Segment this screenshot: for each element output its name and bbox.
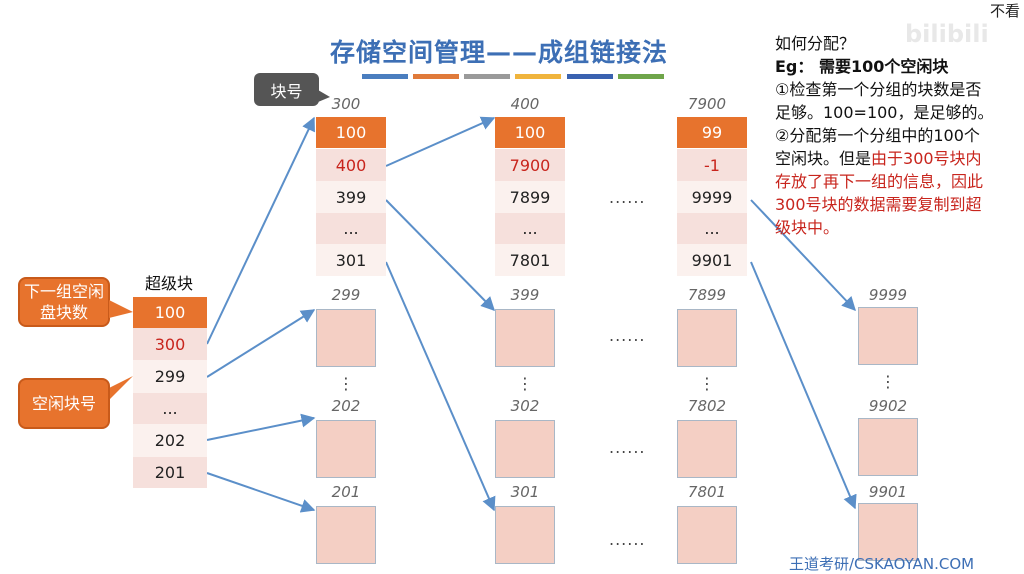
disk-block (495, 309, 555, 367)
allocation-notes: 如何分配？ Eg： 需要100个空闲块 ①检查第一个分组的块数是否 足够。100… (775, 32, 1024, 239)
arrow-sb201-to-box201 (206, 472, 316, 513)
group-header-label: 300 (331, 95, 361, 113)
note-step2-a: ②分配第一个分组中的100个 (775, 126, 980, 145)
group-cell: 9901 (677, 244, 747, 276)
ellipsis-horizontal: ...... (609, 438, 646, 457)
arrow-sb299-to-box299 (206, 309, 316, 378)
superblock-cell: 202 (133, 424, 207, 457)
ellipsis-horizontal: ...... (609, 326, 646, 345)
block-number-label: 302 (510, 397, 540, 415)
note-step2-e: 级块中。 (775, 218, 840, 237)
group-header-label: 400 (510, 95, 540, 113)
arrow-sb202-to-box202 (206, 413, 316, 441)
superblock-cell: 299 (133, 360, 207, 393)
group-header-label: 7900 (687, 95, 727, 113)
disk-block (858, 418, 918, 476)
block-number-label: 299 (331, 286, 361, 304)
superblock-cell: 300 (133, 328, 207, 360)
group-cell: 7899 (495, 181, 565, 213)
group-cell: ... (316, 213, 386, 244)
title-color-bar (413, 74, 459, 79)
block-number-label: 301 (510, 483, 540, 501)
disk-block (677, 309, 737, 367)
group-cell: 99 (677, 117, 747, 148)
arrow-g9999-to-box9999 (750, 199, 856, 312)
superblock-cell: ... (133, 393, 207, 424)
group-cell: 301 (316, 244, 386, 276)
callout-next-group-count: 下一组空闲盘块数 (18, 277, 110, 327)
disk-block (677, 420, 737, 478)
disk-block (495, 506, 555, 564)
group-cell: 9999 (677, 181, 747, 213)
block-number-label: 399 (510, 286, 540, 304)
group-cell: 400 (316, 149, 386, 181)
ellipsis-vertical: ⋮ (338, 374, 354, 393)
ellipsis-horizontal: ...... (609, 188, 646, 207)
ellipsis-vertical: ⋮ (517, 374, 533, 393)
corner-caption: 不看 (990, 2, 1021, 20)
note-step1-b: 足够。100=100，是足够的。 (775, 103, 994, 122)
disk-block (858, 503, 918, 561)
title-color-bar (567, 74, 613, 79)
disk-block (495, 420, 555, 478)
title-color-bar (515, 74, 561, 79)
note-step2-b-red: 由于300号块内 (871, 149, 982, 168)
footer-brand: 王道考研/CSKAOYAN.COM (789, 555, 975, 573)
ellipsis-horizontal: ...... (609, 530, 646, 549)
note-step2-b: 空闲块。但是由于300号块内 (775, 147, 1024, 170)
arrow-g399-to-box399 (385, 199, 495, 311)
block-number-label: 7801 (687, 483, 727, 501)
ellipsis-vertical: ⋮ (880, 372, 896, 391)
superblock-cell: 201 (133, 457, 207, 488)
block-number-label: 9901 (868, 483, 908, 501)
note-question: 如何分配？ (775, 34, 856, 53)
note-example: Eg： 需要100个空闲块 (775, 57, 949, 76)
ellipsis-vertical: ⋮ (699, 374, 715, 393)
block-number-label: 7802 (687, 397, 727, 415)
bilibili-watermark: bilibili (905, 20, 989, 48)
group-cell: ... (677, 213, 747, 244)
title-color-bar (362, 74, 408, 79)
block-number-label: 9999 (868, 286, 908, 304)
arrow-g400-to-group400 (385, 116, 496, 167)
arrow-g301-to-box301 (385, 261, 496, 512)
group-cell: 399 (316, 181, 386, 213)
note-step2-c: 存放了再下一组的信息，因此 (775, 172, 984, 191)
superblock-label: 超级块 (144, 274, 193, 293)
group-cell: 7801 (495, 244, 565, 276)
title-color-bar (618, 74, 664, 79)
superblock-cell: 100 (133, 297, 207, 328)
note-step1-a: ①检查第一个分组的块数是否 (775, 80, 982, 99)
block-number-label: 9902 (868, 397, 908, 415)
arrow-sb300-to-group300 (206, 116, 315, 345)
group-cell: 100 (316, 117, 386, 148)
disk-block (677, 506, 737, 564)
block-number-tooltip: 块号 (254, 73, 319, 106)
group-cell: 100 (495, 117, 565, 148)
slide-title: 存储空间管理——成组链接法 (330, 38, 669, 67)
block-number-label: 201 (331, 483, 361, 501)
arrow-g9901-to-box9901 (750, 261, 857, 510)
tooltip-pointer (318, 90, 330, 102)
disk-block (316, 309, 376, 367)
note-step2-b-black: 空闲块。但是 (775, 149, 872, 168)
disk-block (316, 420, 376, 478)
group-cell: 7900 (495, 149, 565, 181)
note-step2-d: 300号块的数据需要复制到超 (775, 195, 982, 214)
block-number-label: 7899 (687, 286, 727, 304)
group-cell: ... (495, 213, 565, 244)
group-cell: -1 (677, 149, 747, 181)
block-number-label: 202 (331, 397, 361, 415)
title-color-bar (464, 74, 510, 79)
disk-block (858, 307, 918, 365)
disk-block (316, 506, 376, 564)
callout-free-block-number: 空闲块号 (18, 378, 110, 429)
